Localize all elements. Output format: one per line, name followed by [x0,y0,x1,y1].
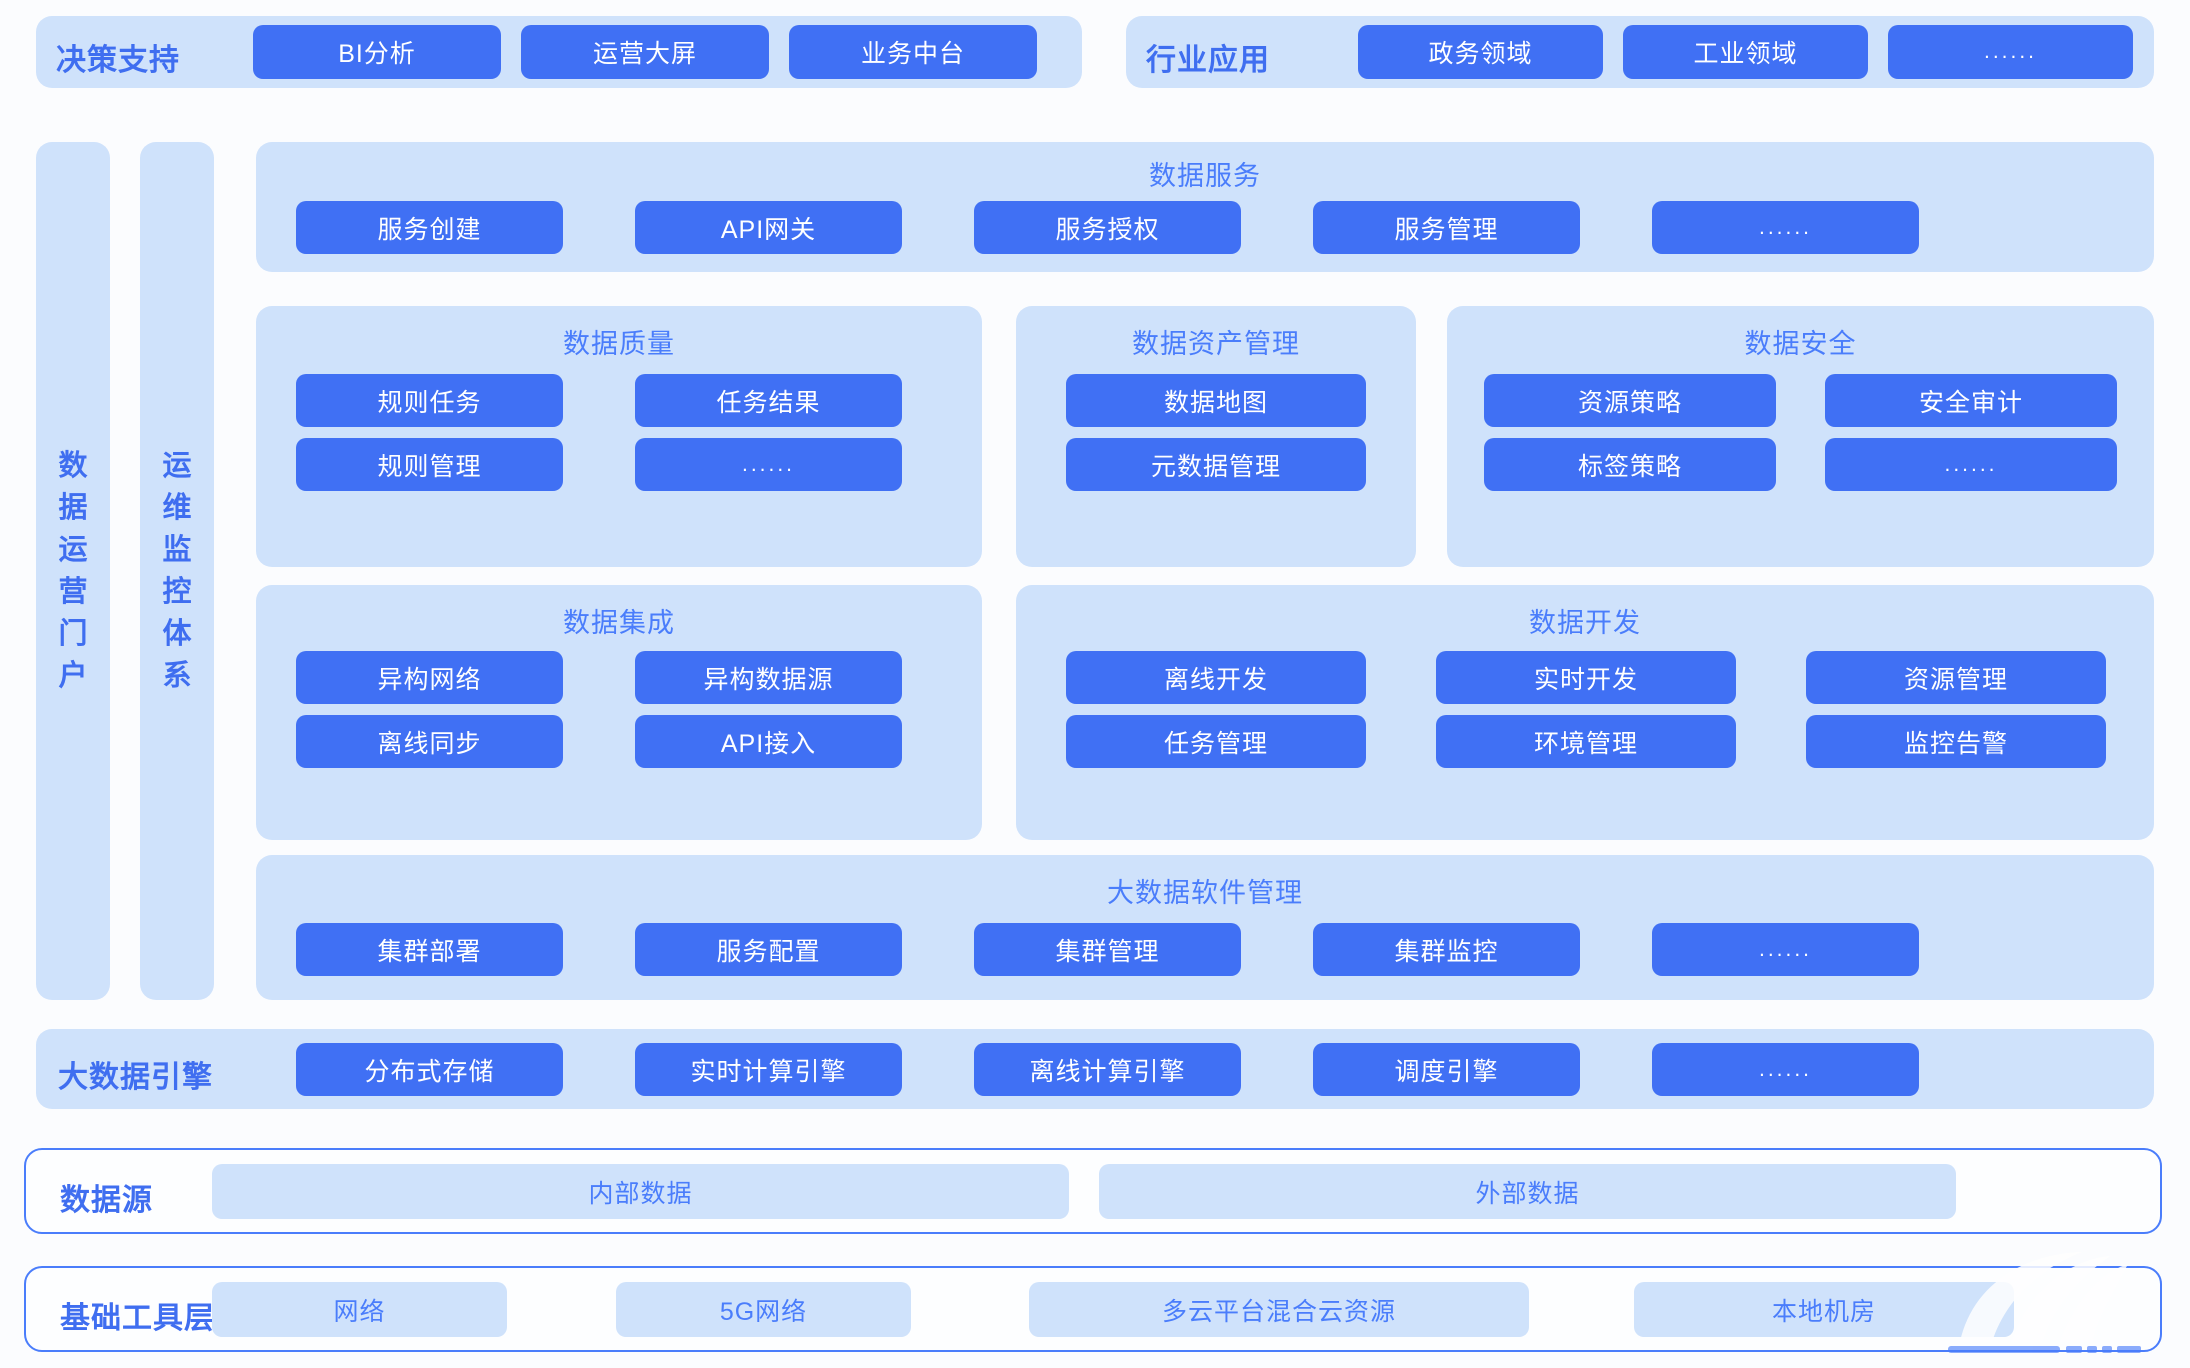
data-integration-title: 数据集成 [563,608,675,638]
chip-task-management[interactable]: 任务管理 [1066,715,1366,768]
chip-data-quality-more[interactable]: ...... [635,438,902,491]
chip-network[interactable]: 网络 [212,1282,507,1337]
chip-industry-more[interactable]: ...... [1888,25,2133,79]
chip-cluster-deployment[interactable]: 集群部署 [296,923,563,976]
infrastructure-layer-panel: 基础工具层 网络 5G网络 多云平台混合云资源 本地机房 [24,1266,2162,1352]
chip-external-data[interactable]: 外部数据 [1099,1164,1956,1219]
chip-heterogeneous-network[interactable]: 异构网络 [296,651,563,704]
data-asset-management-title: 数据资产管理 [1132,329,1300,359]
chip-data-service-more[interactable]: ...... [1652,201,1919,254]
chip-bigdata-software-more[interactable]: ...... [1652,923,1919,976]
chip-data-map[interactable]: 数据地图 [1066,374,1366,427]
chip-cluster-monitoring[interactable]: 集群监控 [1313,923,1580,976]
decision-support-label: 决策支持 [56,44,180,77]
chip-rule-management[interactable]: 规则管理 [296,438,563,491]
chip-government-domain[interactable]: 政务领域 [1358,25,1603,79]
chip-industry-domain[interactable]: 工业领域 [1623,25,1868,79]
chip-metadata-management[interactable]: 元数据管理 [1066,438,1366,491]
chip-cluster-management[interactable]: 集群管理 [974,923,1241,976]
chip-resource-management[interactable]: 资源管理 [1806,651,2106,704]
bigdata-engine-panel: 大数据引擎 分布式存储 实时计算引擎 离线计算引擎 调度引擎 ...... [36,1029,2154,1109]
chip-realtime-compute-engine[interactable]: 实时计算引擎 [635,1043,902,1096]
chip-service-authorization[interactable]: 服务授权 [974,201,1241,254]
chip-service-creation[interactable]: 服务创建 [296,201,563,254]
chip-service-configuration[interactable]: 服务配置 [635,923,902,976]
chip-heterogeneous-datasource[interactable]: 异构数据源 [635,651,902,704]
data-asset-management-panel: 数据资产管理 数据地图 元数据管理 [1016,306,1416,567]
data-quality-title: 数据质量 [563,329,675,359]
sidebar-column-label: 数据运营门户 [58,449,88,693]
chip-task-result[interactable]: 任务结果 [635,374,902,427]
data-security-panel: 数据安全 资源策略 安全审计 标签策略 ...... [1447,306,2154,567]
chip-api-gateway[interactable]: API网关 [635,201,902,254]
data-source-label: 数据源 [60,1184,153,1217]
sidebar-column-ops-monitoring-system[interactable]: 运维监控体系 [140,142,214,1000]
chip-realtime-development[interactable]: 实时开发 [1436,651,1736,704]
chip-monitoring-alert[interactable]: 监控告警 [1806,715,2106,768]
chip-offline-compute-engine[interactable]: 离线计算引擎 [974,1043,1241,1096]
bigdata-engine-label: 大数据引擎 [58,1061,213,1094]
data-integration-panel: 数据集成 异构网络 异构数据源 离线同步 API接入 [256,585,982,840]
chip-local-datacenter[interactable]: 本地机房 [1634,1282,2014,1337]
chip-bigdata-engine-more[interactable]: ...... [1652,1043,1919,1096]
chip-security-audit[interactable]: 安全审计 [1825,374,2117,427]
chip-resource-policy[interactable]: 资源策略 [1484,374,1776,427]
bigdata-software-management-panel: 大数据软件管理 集群部署 服务配置 集群管理 集群监控 ...... [256,855,2154,1000]
chip-internal-data[interactable]: 内部数据 [212,1164,1069,1219]
chip-data-security-more[interactable]: ...... [1825,438,2117,491]
data-development-title: 数据开发 [1529,608,1641,638]
data-source-panel: 数据源 内部数据 外部数据 [24,1148,2162,1234]
chip-scheduling-engine[interactable]: 调度引擎 [1313,1043,1580,1096]
chip-multicloud-hybrid-resource[interactable]: 多云平台混合云资源 [1029,1282,1529,1337]
bigdata-software-management-title: 大数据软件管理 [1107,878,1303,908]
chip-service-management[interactable]: 服务管理 [1313,201,1580,254]
industry-application-panel: 行业应用 政务领域 工业领域 ...... [1126,16,2154,88]
chip-offline-sync[interactable]: 离线同步 [296,715,563,768]
infrastructure-layer-label: 基础工具层 [60,1302,215,1335]
decision-support-panel: 决策支持 BI分析 运营大屏 业务中台 [36,16,1082,88]
chip-label-policy[interactable]: 标签策略 [1484,438,1776,491]
data-quality-panel: 数据质量 规则任务 任务结果 规则管理 ...... [256,306,982,567]
chip-business-middle-platform[interactable]: 业务中台 [789,25,1037,79]
data-service-panel: 数据服务 服务创建 API网关 服务授权 服务管理 ...... [256,142,2154,272]
chip-bi-analysis[interactable]: BI分析 [253,25,501,79]
chip-rule-task[interactable]: 规则任务 [296,374,563,427]
chip-environment-management[interactable]: 环境管理 [1436,715,1736,768]
sidebar-column-label: 运维监控体系 [162,449,192,693]
industry-application-label: 行业应用 [1146,44,1270,77]
chip-distributed-storage[interactable]: 分布式存储 [296,1043,563,1096]
chip-5g-network[interactable]: 5G网络 [616,1282,911,1337]
chip-operation-dashboard[interactable]: 运营大屏 [521,25,769,79]
sidebar-column-data-operation-portal[interactable]: 数据运营门户 [36,142,110,1000]
data-service-title: 数据服务 [1149,161,1261,191]
chip-api-access[interactable]: API接入 [635,715,902,768]
data-development-panel: 数据开发 离线开发 实时开发 资源管理 任务管理 环境管理 监控告警 [1016,585,2154,840]
data-security-title: 数据安全 [1744,329,1857,359]
chip-offline-development[interactable]: 离线开发 [1066,651,1366,704]
